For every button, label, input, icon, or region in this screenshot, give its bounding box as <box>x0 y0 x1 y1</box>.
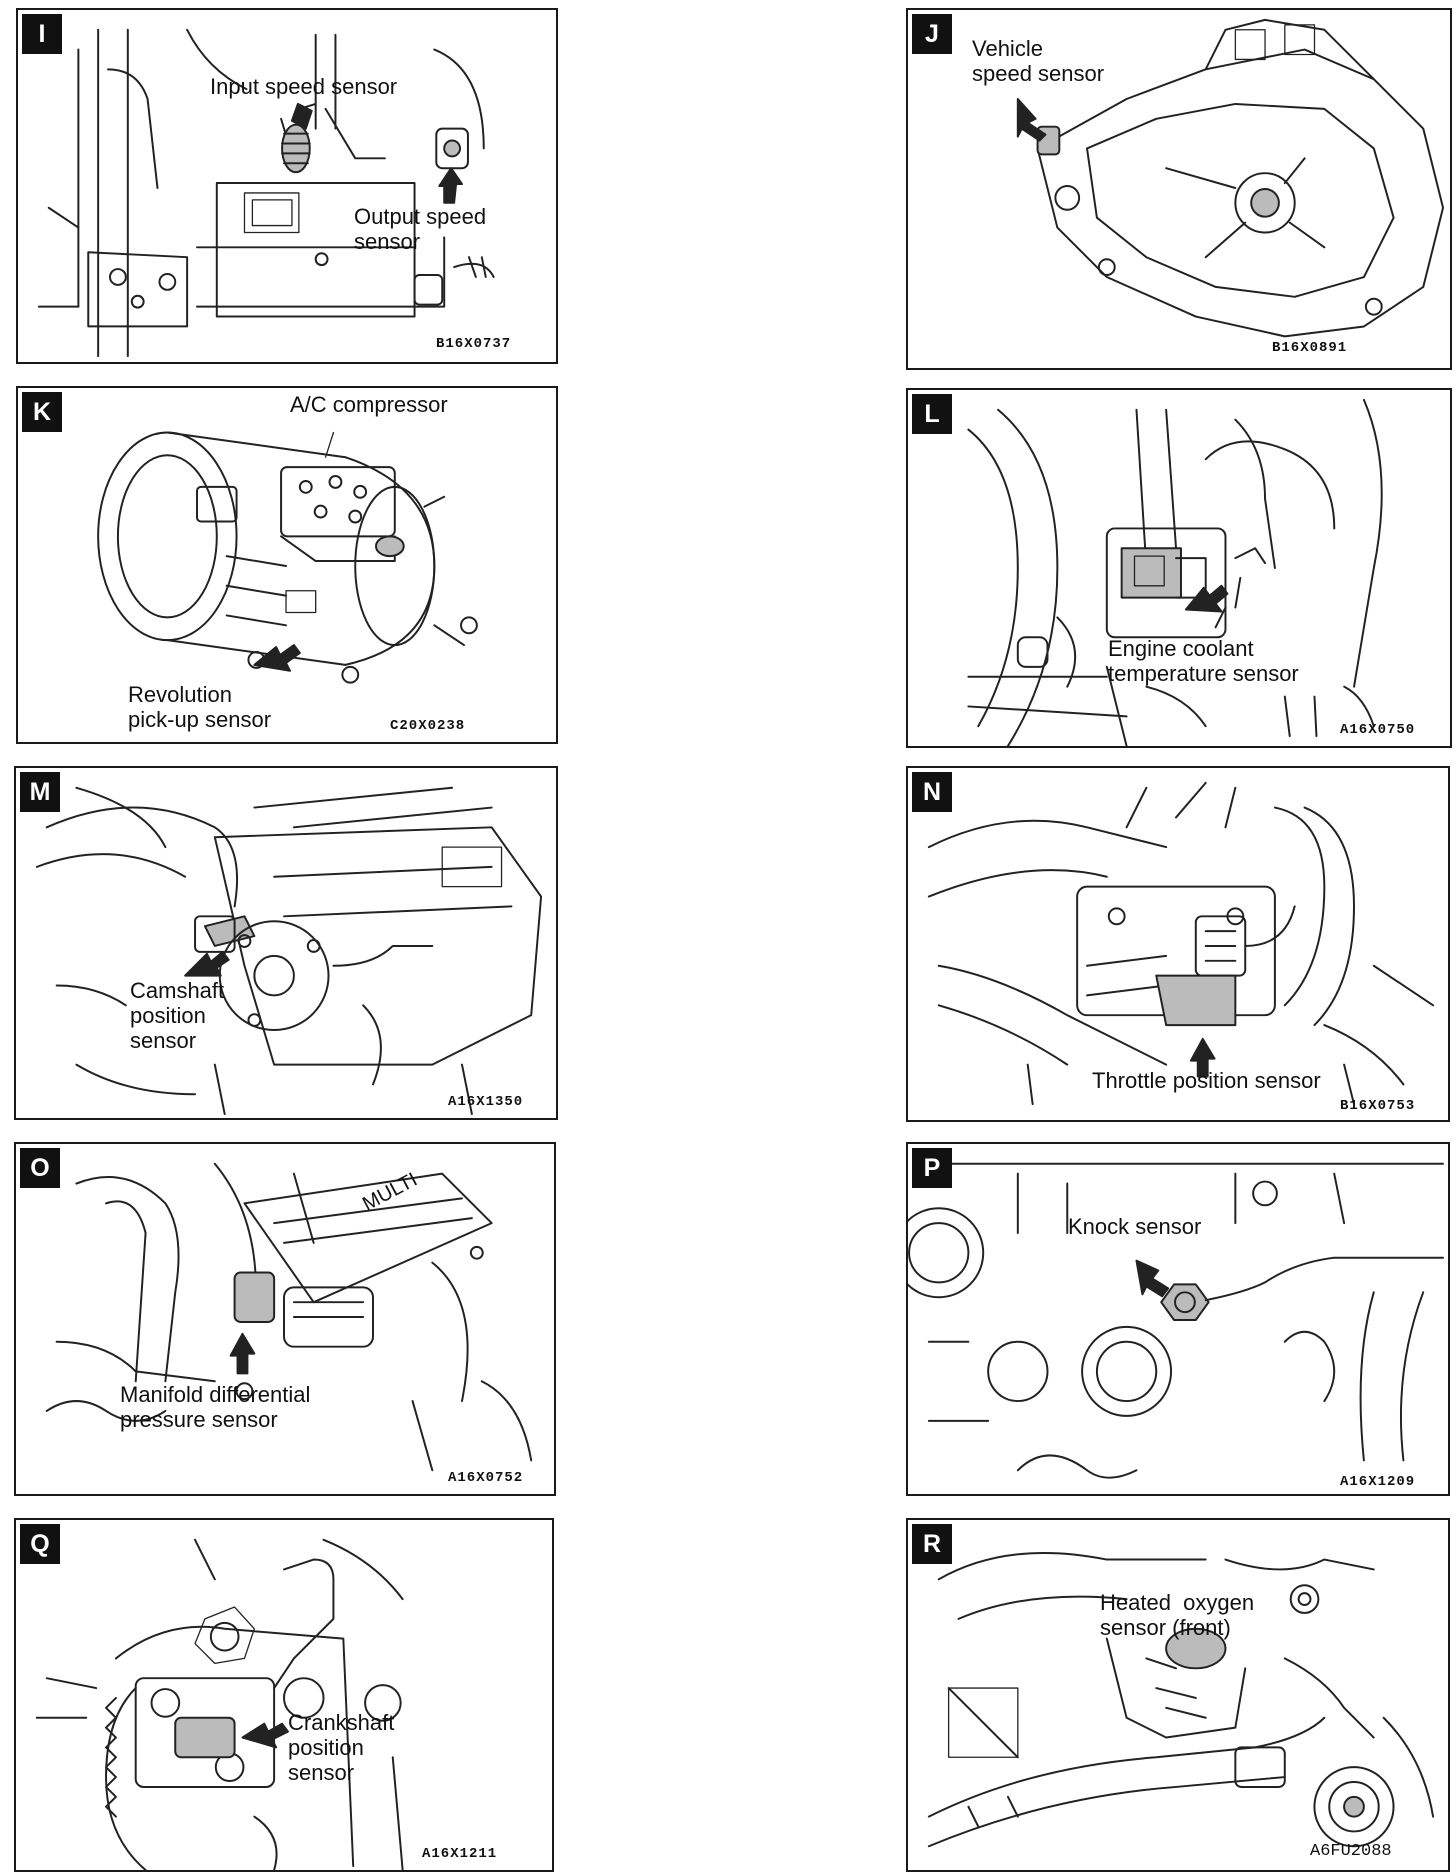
engine-coolant-temperature-sensor-illustration <box>967 398 1383 746</box>
temperature-sensor-label: temperature sensor <box>1108 661 1299 686</box>
manifold-differential-label: Manifold differential <box>120 1382 311 1407</box>
manifold-differential-pressure-sensor-illustration <box>45 1162 533 1472</box>
vehicle-speed-sensor-illustration <box>1016 18 1445 338</box>
panel-letter-j: J <box>912 14 952 54</box>
revolution-label: Revolution <box>128 682 232 707</box>
sensor-label-q: sensor <box>288 1760 355 1785</box>
position-label-q: position <box>288 1735 364 1760</box>
pressure-sensor-label: pressure sensor <box>120 1407 278 1432</box>
panel-letter-l: L <box>912 394 952 434</box>
panel-letter-q: Q <box>20 1524 60 1564</box>
knock-sensor-label: Knock sensor <box>1068 1214 1202 1239</box>
panel-i: I Input speed sensor Output speed sensor… <box>16 8 558 364</box>
figure-code-k: C20X0238 <box>390 718 466 734</box>
figure-code-r: A6FU2088 <box>1310 1842 1392 1861</box>
panel-letter-n: N <box>912 772 952 812</box>
figure-code-j: B16X0891 <box>1272 340 1348 356</box>
crankshaft-position-sensor-illustration <box>35 1538 404 1870</box>
vehicle-label: Vehicle <box>972 36 1043 61</box>
ac-compressor-label: A/C compressor <box>290 392 448 417</box>
position-label-m: position <box>130 1003 206 1028</box>
panel-j: J Vehicle speed sensor B16X0891 <box>906 8 1452 370</box>
input-output-speed-sensor-illustration <box>37 28 495 358</box>
panel-letter-p: P <box>912 1148 952 1188</box>
speed-sensor-label: speed sensor <box>972 61 1105 86</box>
input-speed-sensor-label: Input speed sensor <box>210 74 398 99</box>
panel-k: K A/C compressor Revolution pick-up sens… <box>16 386 558 744</box>
sensor-label-m: sensor <box>130 1028 197 1053</box>
figure-code-m: A16X1350 <box>448 1094 524 1110</box>
panel-m: M Camshaft position sensor A16X1350 <box>14 766 558 1120</box>
figure-code-l: A16X0750 <box>1340 722 1416 738</box>
ac-compressor-illustration <box>97 431 478 684</box>
heated-oxygen-label: Heated oxygen <box>1100 1590 1255 1615</box>
output-speed-sensor-label: sensor <box>354 229 421 254</box>
camshaft-label: Camshaft <box>130 978 225 1003</box>
panel-o: O MULTI Manifold differential pressure s… <box>14 1142 556 1496</box>
heated-oxygen-sensor-illustration <box>927 1552 1435 1848</box>
panel-letter-k: K <box>22 392 62 432</box>
crankshaft-label: Crankshaft <box>288 1710 395 1735</box>
figure-code-p: A16X1209 <box>1340 1474 1416 1490</box>
throttle-position-sensor-illustration <box>927 781 1435 1106</box>
pickup-sensor-label: pick-up sensor <box>128 707 272 732</box>
sensor-front-label: sensor (front) <box>1100 1615 1231 1640</box>
panel-letter-o: O <box>20 1148 60 1188</box>
figure-code-n: B16X0753 <box>1340 1098 1416 1114</box>
figure-code-i: B16X0737 <box>436 336 512 352</box>
panel-r: R Heated oxygen sensor (front) A6FU2088 <box>906 1518 1450 1872</box>
panel-p: P Knock sensor A16X1209 <box>906 1142 1450 1496</box>
panel-l: L Engine coolant temperature sensor A16X… <box>906 388 1452 748</box>
panel-letter-r: R <box>912 1524 952 1564</box>
figure-code-q: A16X1211 <box>422 1846 498 1862</box>
panel-letter-i: I <box>22 14 62 54</box>
engine-coolant-label: Engine coolant <box>1108 636 1254 661</box>
throttle-position-sensor-label: Throttle position sensor <box>1092 1068 1321 1093</box>
output-speed-label: Output speed <box>354 204 487 229</box>
knock-sensor-illustration <box>908 1162 1444 1479</box>
panel-q: Q Crankshaft position sensor A16X1211 <box>14 1518 554 1872</box>
camshaft-position-sensor-illustration <box>35 786 543 1116</box>
figure-code-o: A16X0752 <box>448 1470 524 1486</box>
panel-n: N Throttle position sensor B16X0753 <box>906 766 1450 1122</box>
panel-letter-m: M <box>20 772 60 812</box>
